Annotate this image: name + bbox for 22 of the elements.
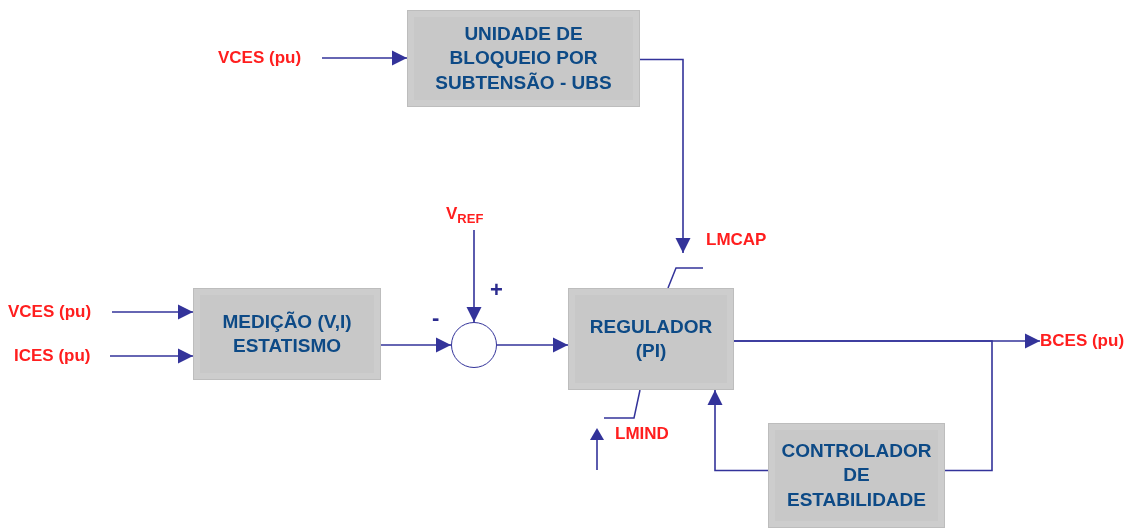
signal-label: LMIND bbox=[615, 421, 687, 447]
process-block: MEDIÇÃO (V,I) ESTATISMO bbox=[193, 288, 381, 380]
summing-junction bbox=[451, 322, 497, 368]
process-block: REGULADOR (PI) bbox=[568, 288, 734, 390]
arrow bbox=[321, 50, 408, 66]
sign-label: + bbox=[490, 277, 503, 303]
arrow bbox=[380, 337, 452, 353]
signal-label: V$_{REF}$ bbox=[446, 200, 506, 230]
sign-label: - bbox=[432, 305, 440, 331]
signal-label: VCES (pu) bbox=[8, 299, 112, 325]
process-block: UNIDADE DE BLOQUEIO POR SUBTENSÃO - UBS bbox=[407, 10, 640, 107]
arrow bbox=[111, 304, 194, 320]
arrow bbox=[707, 389, 769, 472]
signal-label: BCES (pu) bbox=[1040, 328, 1144, 354]
signal-label: VCES (pu) bbox=[218, 45, 322, 71]
process-block: CONTROLADOR DE ESTABILIDADE bbox=[768, 423, 945, 528]
arrow bbox=[466, 229, 482, 323]
signal-label: LMCAP bbox=[706, 227, 776, 253]
arrow bbox=[639, 58, 691, 254]
signal-label: ICES (pu) bbox=[14, 343, 110, 369]
arrow bbox=[109, 348, 194, 364]
arrow bbox=[496, 337, 569, 353]
